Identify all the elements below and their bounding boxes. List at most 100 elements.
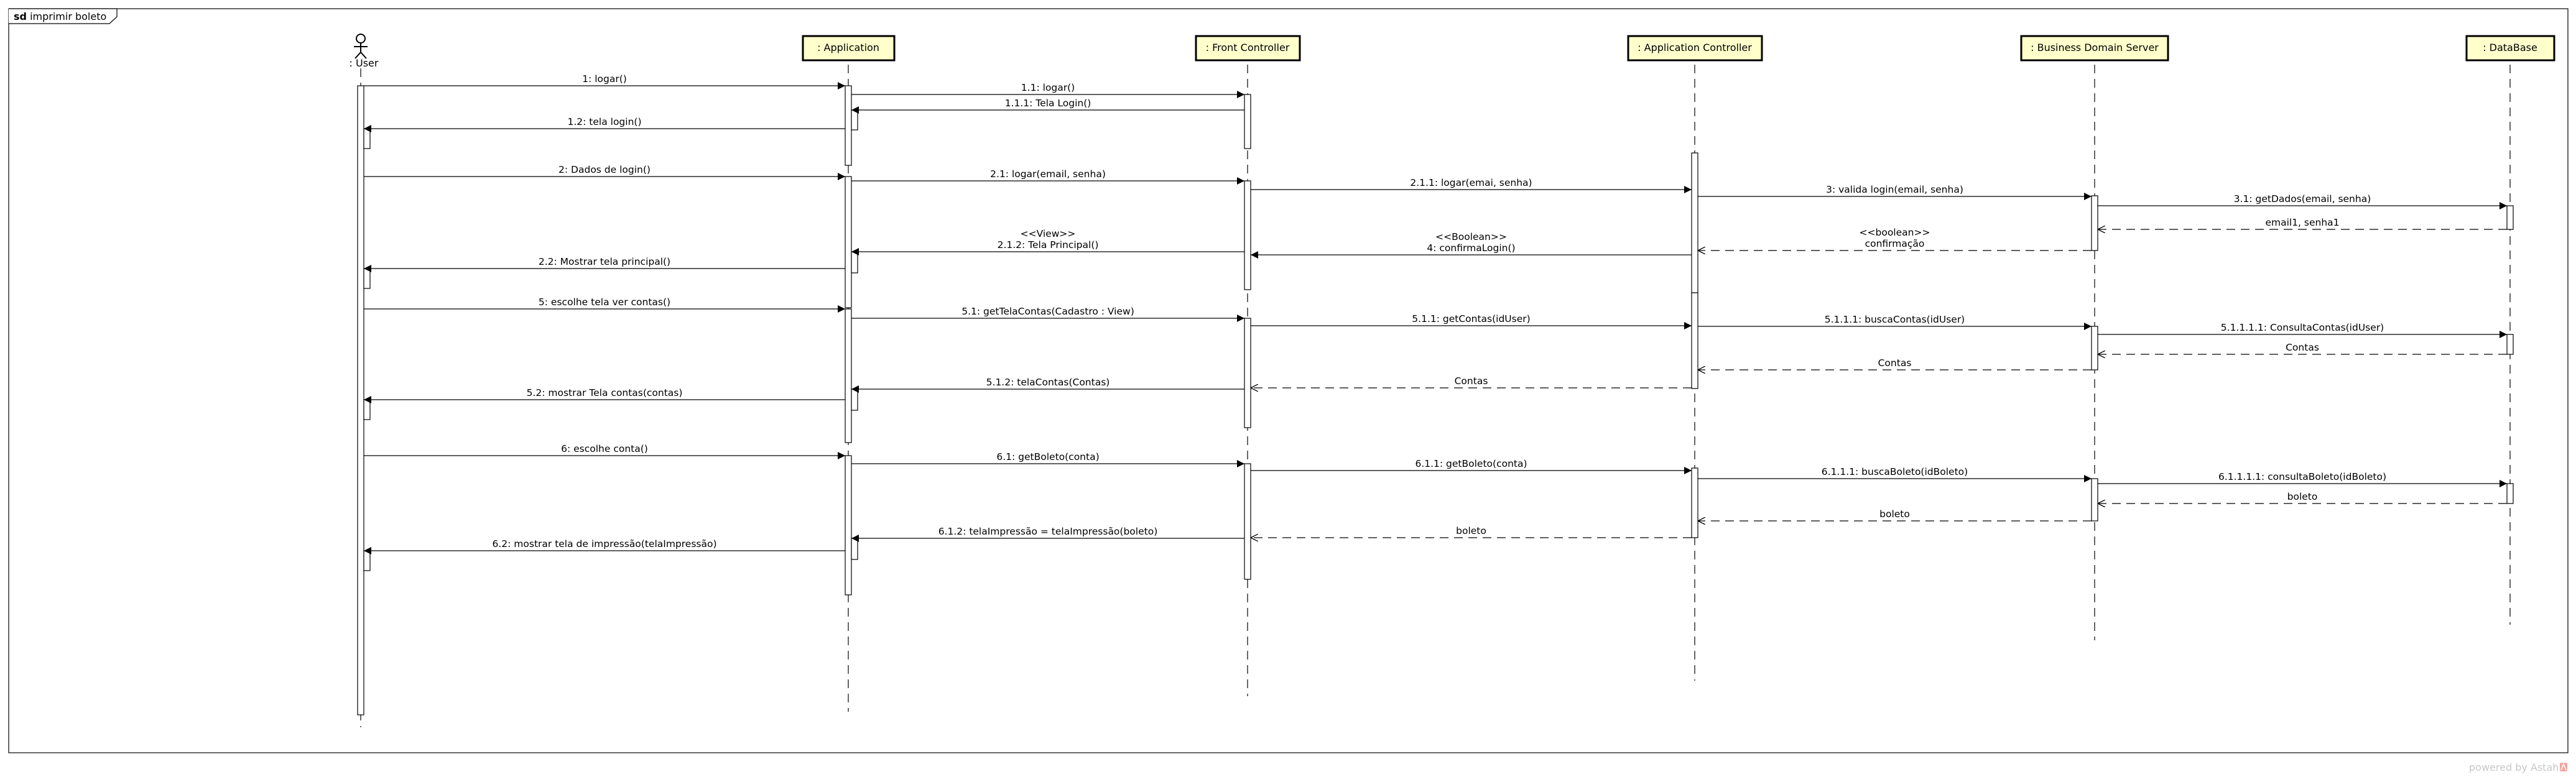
lifeline-label-fc: : Front Controller: [1206, 42, 1290, 53]
lifeline-box-ac: [1627, 35, 1763, 62]
sd-frame: sd imprimir boleto: [8, 8, 2569, 753]
message-label: 2: Dados de login(): [558, 164, 651, 175]
sync-message: 1: logar(): [364, 73, 845, 90]
message-label: 6.1.1.1.1: consultaBoleto(idBoleto): [2218, 471, 2386, 482]
activation-bar: [851, 109, 858, 131]
activation-bar: [845, 308, 852, 443]
reply-message: Contas: [2098, 342, 2507, 354]
messages: 1: logar() 1.1: logar()1.1.1: Tela Login(…: [364, 73, 2507, 554]
activation-bar: [1244, 180, 1251, 290]
sync-message: <<View>>2.1.2: Tela Principal(): [851, 228, 1244, 255]
activation-bar: [357, 85, 364, 715]
frame-tab: [9, 8, 118, 24]
lifeline-box-app: [802, 35, 896, 62]
lifeline-box-db: [2465, 35, 2555, 62]
message-label: 2.2: Mostrar tela principal(): [539, 256, 670, 267]
reply-message: boleto: [1698, 508, 2092, 521]
sync-message: 6.1.1: getBoleto(conta): [1251, 458, 1692, 474]
watermark: powered by Astah: [2469, 761, 2567, 773]
lifeline-label-user: : User: [350, 57, 379, 69]
actor-user: [354, 34, 368, 59]
lifeline-label-ac: : Application Controller: [1638, 42, 1752, 53]
sync-message: 6.2: mostrar tela de impressão(telaImpre…: [364, 538, 845, 554]
message-label: boleto: [2287, 491, 2318, 502]
activation-bar: [851, 538, 858, 560]
message-label: 2.1.2: Tela Principal(): [998, 239, 1099, 251]
message-label: 5.1.1.1: buscaContas(idUser): [1825, 314, 1965, 325]
message-label: 5.1: getTelaContas(Cadastro : View): [961, 306, 1134, 317]
sync-message: 5.2: mostrar Tela contas(contas): [364, 387, 845, 403]
lifeline-label-db: : DataBase: [2483, 42, 2537, 53]
sync-message: 5.1: getTelaContas(Cadastro : View): [851, 306, 1244, 322]
message-label: confirmação: [1865, 238, 1925, 249]
message-label: 6.1.1.1: buscaBoleto(idBoleto): [1822, 466, 1968, 477]
message-label: 5.1.2: telaContas(Contas): [986, 377, 1110, 388]
activation-bar: [845, 455, 852, 595]
message-label: 6.1.1: getBoleto(conta): [1415, 458, 1527, 469]
sync-message: 1.2: tela login(): [364, 116, 845, 132]
activation-bar: [1691, 467, 1698, 538]
message-label: 5: escolhe tela ver contas(): [539, 297, 670, 308]
message-label: 6: escolhe conta(): [561, 443, 648, 454]
message-label: Contas: [2286, 342, 2319, 353]
message-label: 1: logar(): [582, 73, 627, 85]
sync-message: 2.2: Mostrar tela principal(): [364, 256, 845, 272]
activation-bar: [1244, 463, 1251, 580]
message-label: 2.1: logar(email, senha): [990, 168, 1106, 180]
reply-message: Contas: [1251, 375, 1692, 388]
sync-message: <<Boolean>>4: confirmaLogin(): [1251, 231, 1692, 259]
activation-bar: [1691, 152, 1698, 293]
frame-tab-label: sd imprimir boleto: [14, 11, 106, 22]
message-label: Contas: [1878, 357, 1912, 369]
message-label: 6.1.2: telaImpressão = telaImpressão(bol…: [938, 526, 1158, 537]
actor-leg-right: [360, 52, 367, 59]
astah-logo-icon: [2560, 762, 2567, 771]
lifeline-box-bds: [2020, 35, 2169, 62]
lifeline-head-db: : DataBase: [2465, 35, 2555, 62]
activation-bar: [363, 268, 371, 289]
message-label: 2.1.1: logar(emai, senha): [1410, 177, 1532, 188]
sync-message: 2: Dados de login(): [364, 164, 845, 180]
activation-bar: [1244, 94, 1251, 149]
message-label: <<Boolean>>: [1435, 231, 1507, 242]
sync-message: 2.1: logar(email, senha): [851, 168, 1244, 185]
message-label: 1.1.1: Tela Login(): [1005, 98, 1091, 109]
sync-message: 1.1.1: Tela Login(): [851, 98, 1244, 114]
lifeline-head-ac: : Application Controller: [1627, 35, 1763, 62]
sync-message: 6: escolhe conta(): [364, 443, 845, 459]
lifeline-box-fc: [1195, 35, 1301, 62]
frame-keyword: sd: [14, 11, 27, 22]
actor-leg-left: [354, 52, 361, 59]
activation-bar: [2091, 478, 2098, 522]
sync-message: 5.1.1.1: buscaContas(idUser): [1698, 314, 2092, 330]
message-label: 5.2: mostrar Tela contas(contas): [527, 387, 683, 398]
message-label: 3: valida login(email, senha): [1826, 184, 1963, 195]
activation-bar: [2506, 205, 2514, 230]
activation-bars: [357, 85, 2514, 715]
frame-border: [8, 8, 2569, 753]
activation-bar: [363, 128, 371, 149]
lifeline-label-bds: : Business Domain Server: [2031, 42, 2159, 53]
message-label: Contas: [1455, 375, 1488, 387]
activation-bar: [845, 85, 852, 166]
message-label: 4: confirmaLogin(): [1427, 242, 1515, 254]
lifeline-label-app: : Application: [817, 42, 879, 53]
activation-bar: [2506, 483, 2514, 504]
reply-message: boleto: [2098, 491, 2507, 503]
message-label: 1.2: tela login(): [568, 116, 642, 127]
message-label: <<View>>: [1021, 228, 1076, 239]
reply-message: email1, senha1: [2098, 217, 2507, 229]
sync-message: 6.1.1.1: buscaBoleto(idBoleto): [1698, 466, 2092, 482]
sync-message: 1.1: logar(): [851, 82, 1244, 98]
activation-bar: [851, 251, 858, 274]
actor-head: [356, 34, 366, 44]
reply-message: boleto: [1251, 525, 1692, 538]
message-label: 6.1: getBoleto(conta): [996, 451, 1099, 462]
sync-message: 6.1: getBoleto(conta): [851, 451, 1244, 467]
sync-message: 3.1: getDados(email, senha): [2098, 193, 2507, 209]
sync-message: 5.1.1.1.1: ConsultaContas(idUser): [2098, 322, 2507, 338]
message-label: 3.1: getDados(email, senha): [2234, 193, 2371, 205]
message-label: <<boolean>>: [1860, 227, 1930, 238]
lifeline-head-app: : Application: [802, 35, 896, 62]
